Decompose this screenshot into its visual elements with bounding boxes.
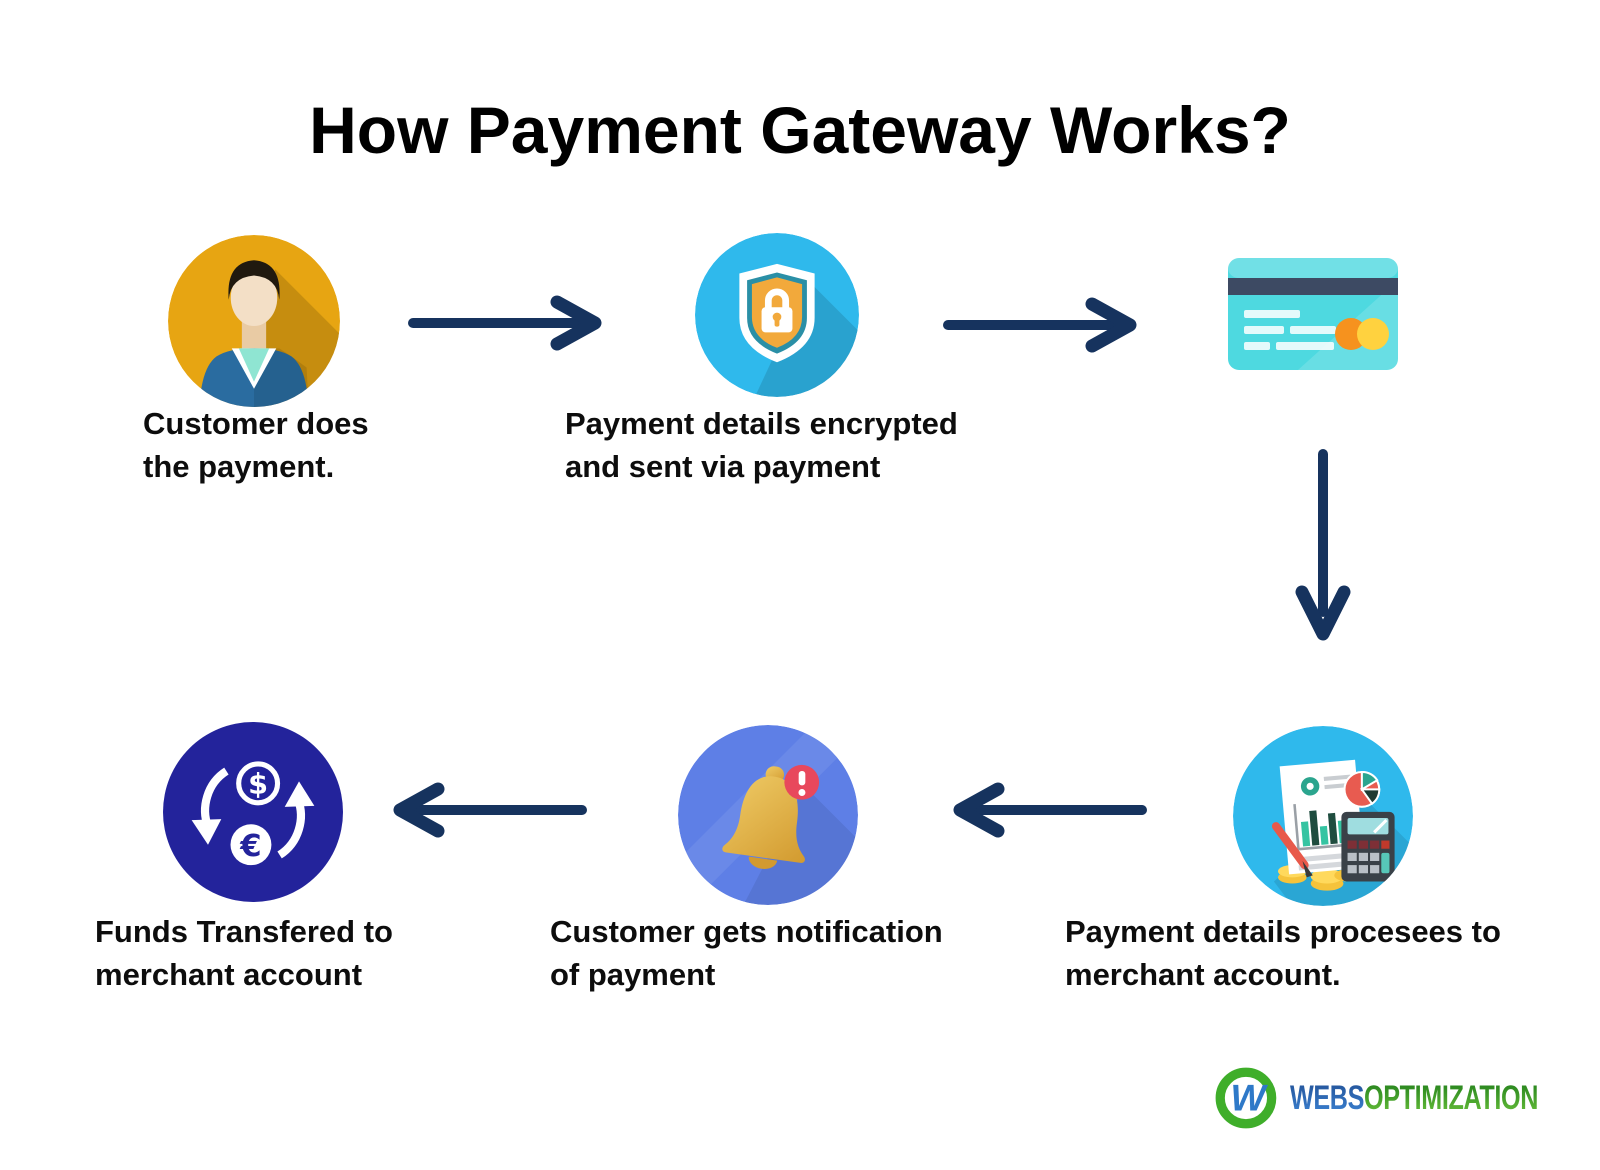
credit-card-icon (1228, 258, 1398, 370)
step-label-funds: Funds Transfered to merchant account (95, 914, 393, 992)
arrow-left-icon (393, 782, 587, 838)
step-label-customer: Customer does the payment. (143, 406, 369, 484)
shield-lock-icon (695, 233, 859, 397)
brand-name-first: WEBS (1290, 1078, 1364, 1117)
step-label-processing: Payment details procesees to merchant ac… (1065, 914, 1501, 992)
step-label-notification: Customer gets notification of payment (550, 914, 943, 992)
arrow-down-icon (1295, 449, 1351, 641)
page-title: How Payment Gateway Works? (309, 93, 1291, 168)
brand-name-second: OPTIMIZATION (1364, 1078, 1538, 1117)
accounting-calculator-icon (1233, 726, 1413, 906)
arrow-right-icon (943, 297, 1137, 353)
brand-logo-mark-icon: W (1215, 1067, 1277, 1129)
bell-alert-icon (678, 725, 858, 905)
dollar-symbol: $ (248, 767, 268, 801)
currency-exchange-icon: $ € (163, 722, 343, 902)
step-label-encryption: Payment details encrypted and sent via p… (565, 406, 958, 484)
arrow-right-icon (408, 295, 602, 351)
euro-symbol: € (239, 829, 261, 864)
brand-monogram: W (1231, 1076, 1269, 1118)
person-icon (168, 235, 340, 407)
brand-logo-text: WEBSOPTIMIZATION (1290, 1079, 1538, 1118)
arrow-left-icon (953, 782, 1147, 838)
brand-logo: W WEBSOPTIMIZATION (1212, 1062, 1600, 1134)
